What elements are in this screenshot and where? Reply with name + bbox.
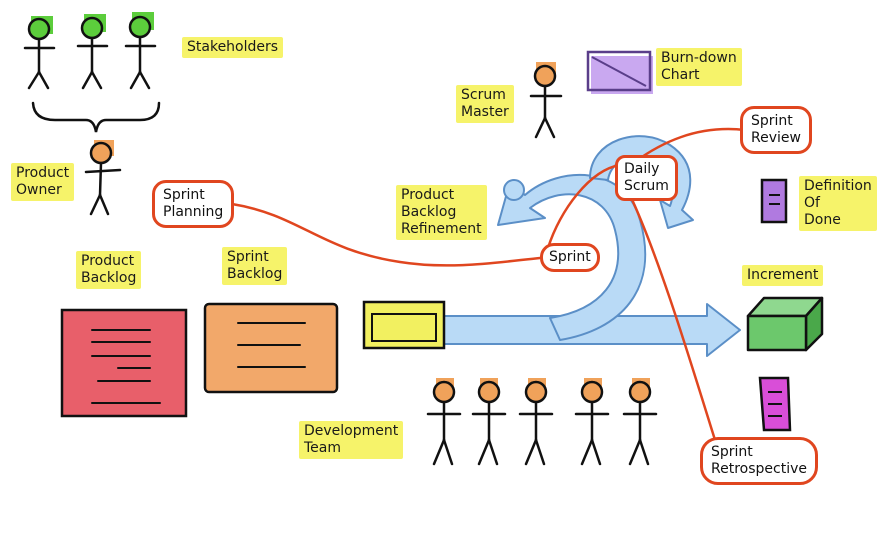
- sprint-bubble: Sprint: [540, 243, 600, 272]
- team-member-2: [471, 378, 507, 466]
- team-member-5: [622, 378, 658, 466]
- sprint-planning-bubble: Sprint Planning: [152, 180, 235, 228]
- scrum-master-figure: [529, 62, 563, 139]
- product-owner-label: Product Owner: [11, 163, 75, 201]
- definition-of-done-label: Definition Of Done: [799, 176, 877, 231]
- daily-scrum-connector: [546, 163, 622, 250]
- increment-label: Increment: [742, 265, 824, 286]
- sprint-backlog-doc: [203, 302, 339, 394]
- development-team-label: Development Team: [299, 421, 404, 459]
- team-member-3: [518, 378, 554, 466]
- team-member-4: [574, 378, 610, 466]
- team-member-1: [426, 378, 462, 466]
- connector-lines: [230, 127, 747, 442]
- sprint-backlog-label: Sprint Backlog: [222, 247, 288, 285]
- product-owner-figure: [84, 140, 122, 216]
- daily-scrum-bubble: Daily Scrum: [615, 155, 678, 201]
- increment-box: [746, 296, 824, 352]
- stakeholder-figure-1: [23, 16, 56, 90]
- stakeholder-figure-2: [76, 14, 109, 90]
- sprint-retrospective-connector: [628, 193, 717, 442]
- burn-down-chart-label: Burn-down Chart: [656, 48, 742, 86]
- development-team-figures: [426, 378, 658, 466]
- sprint-retrospective-bubble: Sprint Retrospective: [700, 437, 818, 485]
- retrospective-doc: [758, 376, 792, 432]
- scrum-master-label: Scrum Master: [456, 85, 514, 123]
- stakeholder-figure-3: [124, 12, 157, 90]
- stakeholders-label: Stakeholders: [182, 37, 284, 58]
- stakeholders-brace: [31, 101, 161, 133]
- burn-down-chart-icon: [586, 50, 653, 94]
- definition-of-done-doc: [760, 178, 788, 224]
- sprint-planning-connector: [230, 202, 542, 267]
- product-backlog-label: Product Backlog: [76, 251, 142, 289]
- sprint-review-bubble: Sprint Review: [740, 106, 812, 154]
- product-backlog-doc: [60, 308, 188, 418]
- sprint-items-box: [362, 300, 446, 350]
- product-backlog-refinement-label: Product Backlog Refinement: [396, 185, 487, 240]
- stakeholders-figures: [23, 12, 157, 90]
